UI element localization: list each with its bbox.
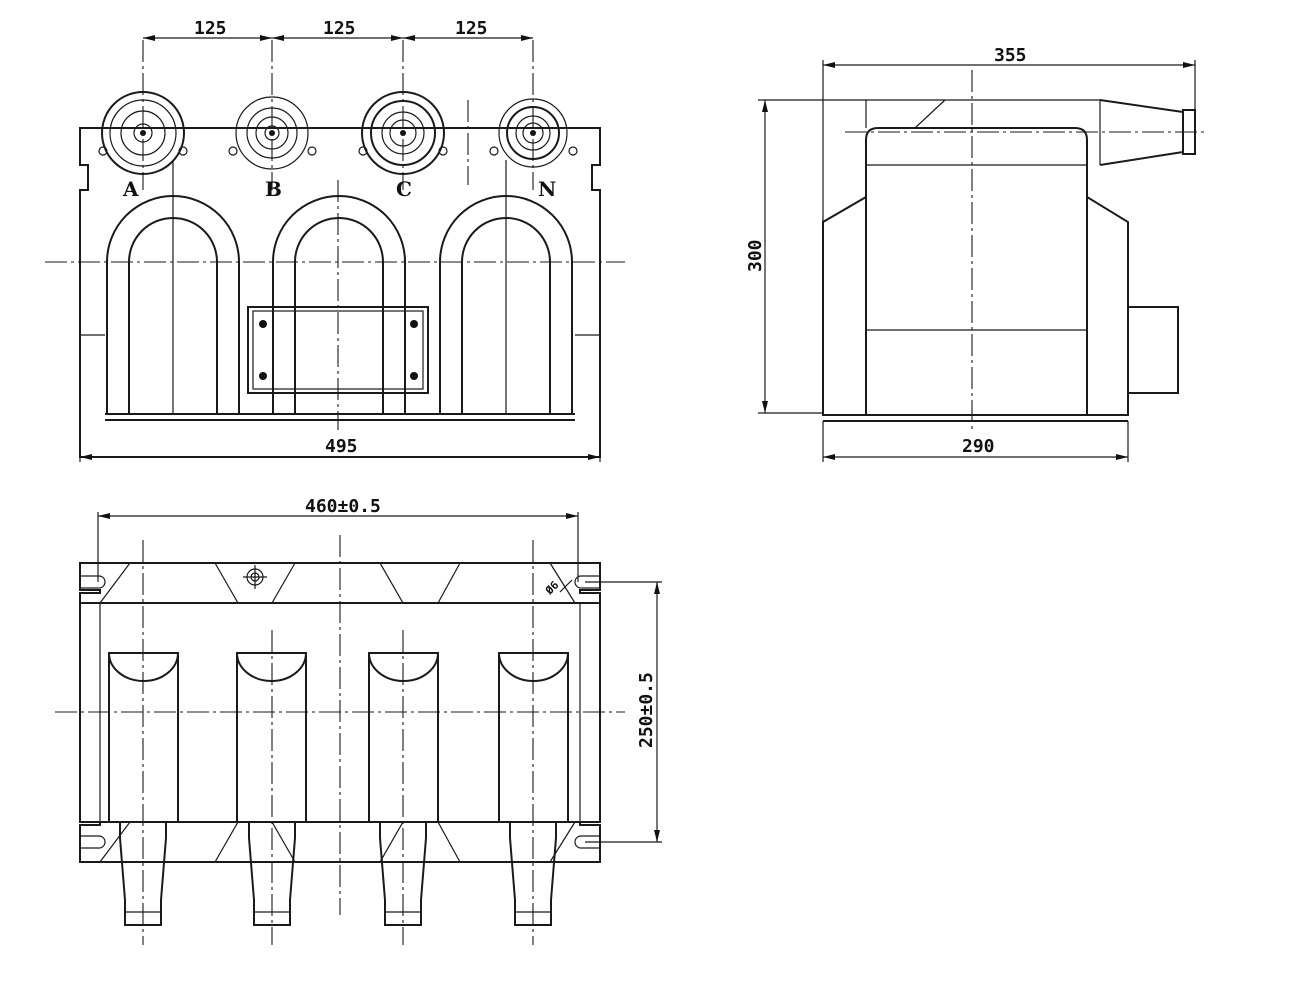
front-view: A B C N 125 125 125 495 — [45, 18, 625, 462]
nameplate — [247, 180, 429, 430]
width-dimension — [79, 454, 601, 462]
phase-label-c: C — [396, 177, 412, 201]
bottom-view: Ø6 — [55, 496, 662, 945]
outlet-a — [108, 540, 179, 945]
terminal-n — [489, 40, 578, 190]
side-bottom-dim-text: 290 — [962, 436, 995, 457]
mount-width-dimension — [97, 512, 579, 582]
side-bottom-dimension — [822, 421, 1129, 462]
side-height-dimension — [758, 99, 866, 414]
terminal-a — [98, 40, 188, 190]
side-height-dim-text: 300 — [745, 239, 766, 272]
front-view-outline — [79, 127, 601, 458]
ground-bolt — [243, 565, 267, 589]
bottom-view-outline — [79, 562, 601, 863]
hole-note: Ø6 — [542, 578, 562, 598]
pitch-dim-1: 125 — [194, 18, 227, 39]
pitch-dimension — [143, 35, 533, 41]
outlet-b — [236, 630, 307, 945]
winding-b — [272, 195, 406, 414]
phase-label-a: A — [122, 177, 139, 201]
side-top-dimension — [822, 60, 1196, 222]
winding-a — [106, 160, 240, 414]
width-dim-text: 495 — [325, 436, 358, 457]
winding-c — [439, 160, 573, 414]
phase-label-n: N — [538, 177, 556, 201]
mounting-slots — [80, 575, 600, 849]
mount-height-dim-text: 250±0.5 — [636, 672, 657, 748]
terminal-c — [358, 40, 448, 190]
terminal-b — [228, 40, 317, 190]
mount-height-dimension — [585, 581, 662, 843]
side-view-body — [822, 127, 1129, 416]
pitch-dim-2: 125 — [323, 18, 356, 39]
outlet-n — [498, 540, 569, 945]
outlet-c — [368, 630, 439, 945]
phase-label-b: B — [265, 177, 282, 201]
side-top-dim-text: 355 — [994, 45, 1027, 66]
side-terminal-box — [1127, 306, 1179, 394]
pitch-dim-3: 125 — [455, 18, 488, 39]
side-view: 355 300 290 — [745, 45, 1205, 462]
mount-width-dim-text: 460±0.5 — [305, 496, 381, 517]
side-bushing — [845, 99, 1205, 166]
